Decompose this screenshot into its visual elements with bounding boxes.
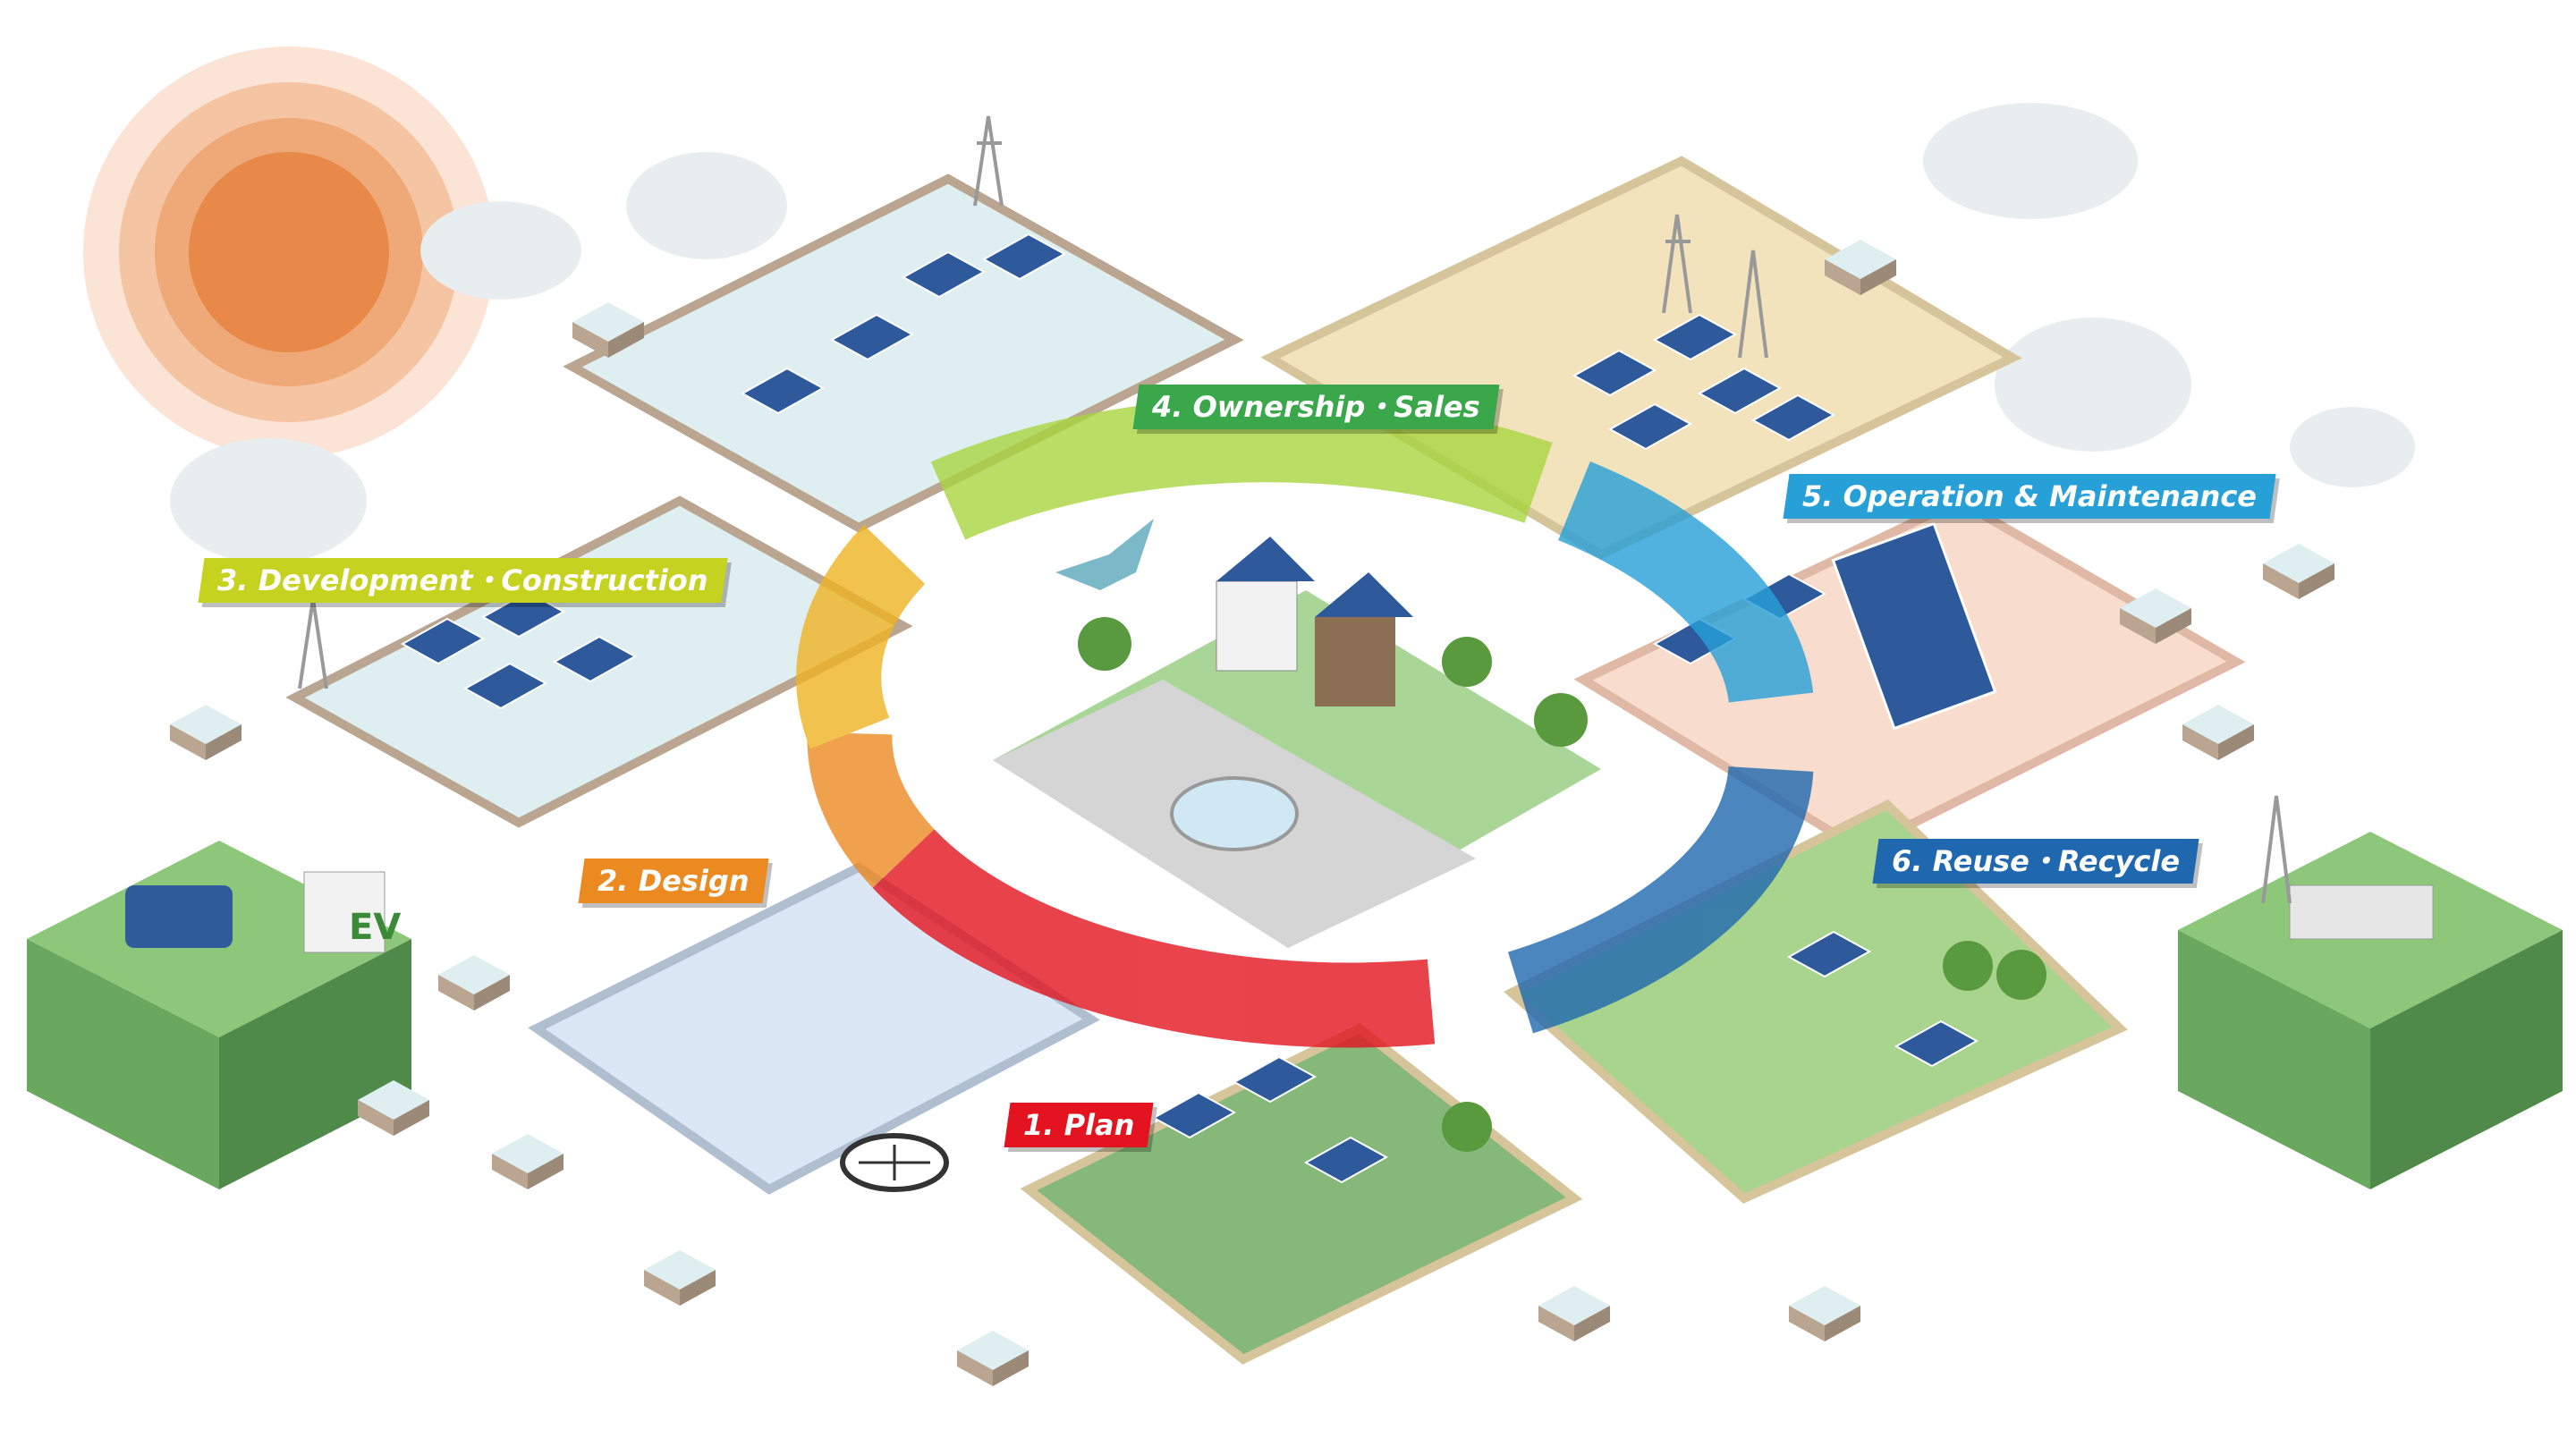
arc-development: [796, 525, 926, 749]
stage-label-plan: 1. Plan: [1004, 1103, 1154, 1147]
ev-sign: EV: [349, 907, 401, 948]
stage-label-reuse-recycle: 6. Reuse・Recycle: [1872, 839, 2199, 884]
panel-held: [1831, 521, 1997, 731]
compass-icon: [840, 1133, 949, 1192]
arc-reuse: [1507, 765, 1814, 1034]
fountain: [1170, 776, 1299, 851]
dove-icon: [1055, 519, 1154, 590]
factory-site: [563, 173, 1244, 533]
stage-label-operation-maintenance: 5. Operation & Maintenance: [1783, 474, 2276, 519]
arc-operation: [1557, 461, 1814, 704]
stage-label-ownership-sales: 4. Ownership・Sales: [1132, 385, 1500, 429]
cloud-icon: [170, 103, 2415, 563]
stage-label-design: 2. Design: [578, 859, 769, 903]
ev-charging-island: [27, 841, 411, 1189]
houses: [1216, 537, 1413, 706]
arc-plan: [872, 828, 1436, 1048]
substation-island: [2178, 832, 2563, 1189]
trees: [1078, 617, 2046, 1152]
arc-ownership: [930, 397, 1553, 540]
power-pylon-icon: [298, 115, 2292, 904]
sun-icon: [83, 47, 495, 458]
stage-label-development-construction: 3. Development・Construction: [198, 558, 728, 603]
arc-design: [807, 732, 936, 888]
lifecycle-ring: [796, 397, 1814, 1048]
